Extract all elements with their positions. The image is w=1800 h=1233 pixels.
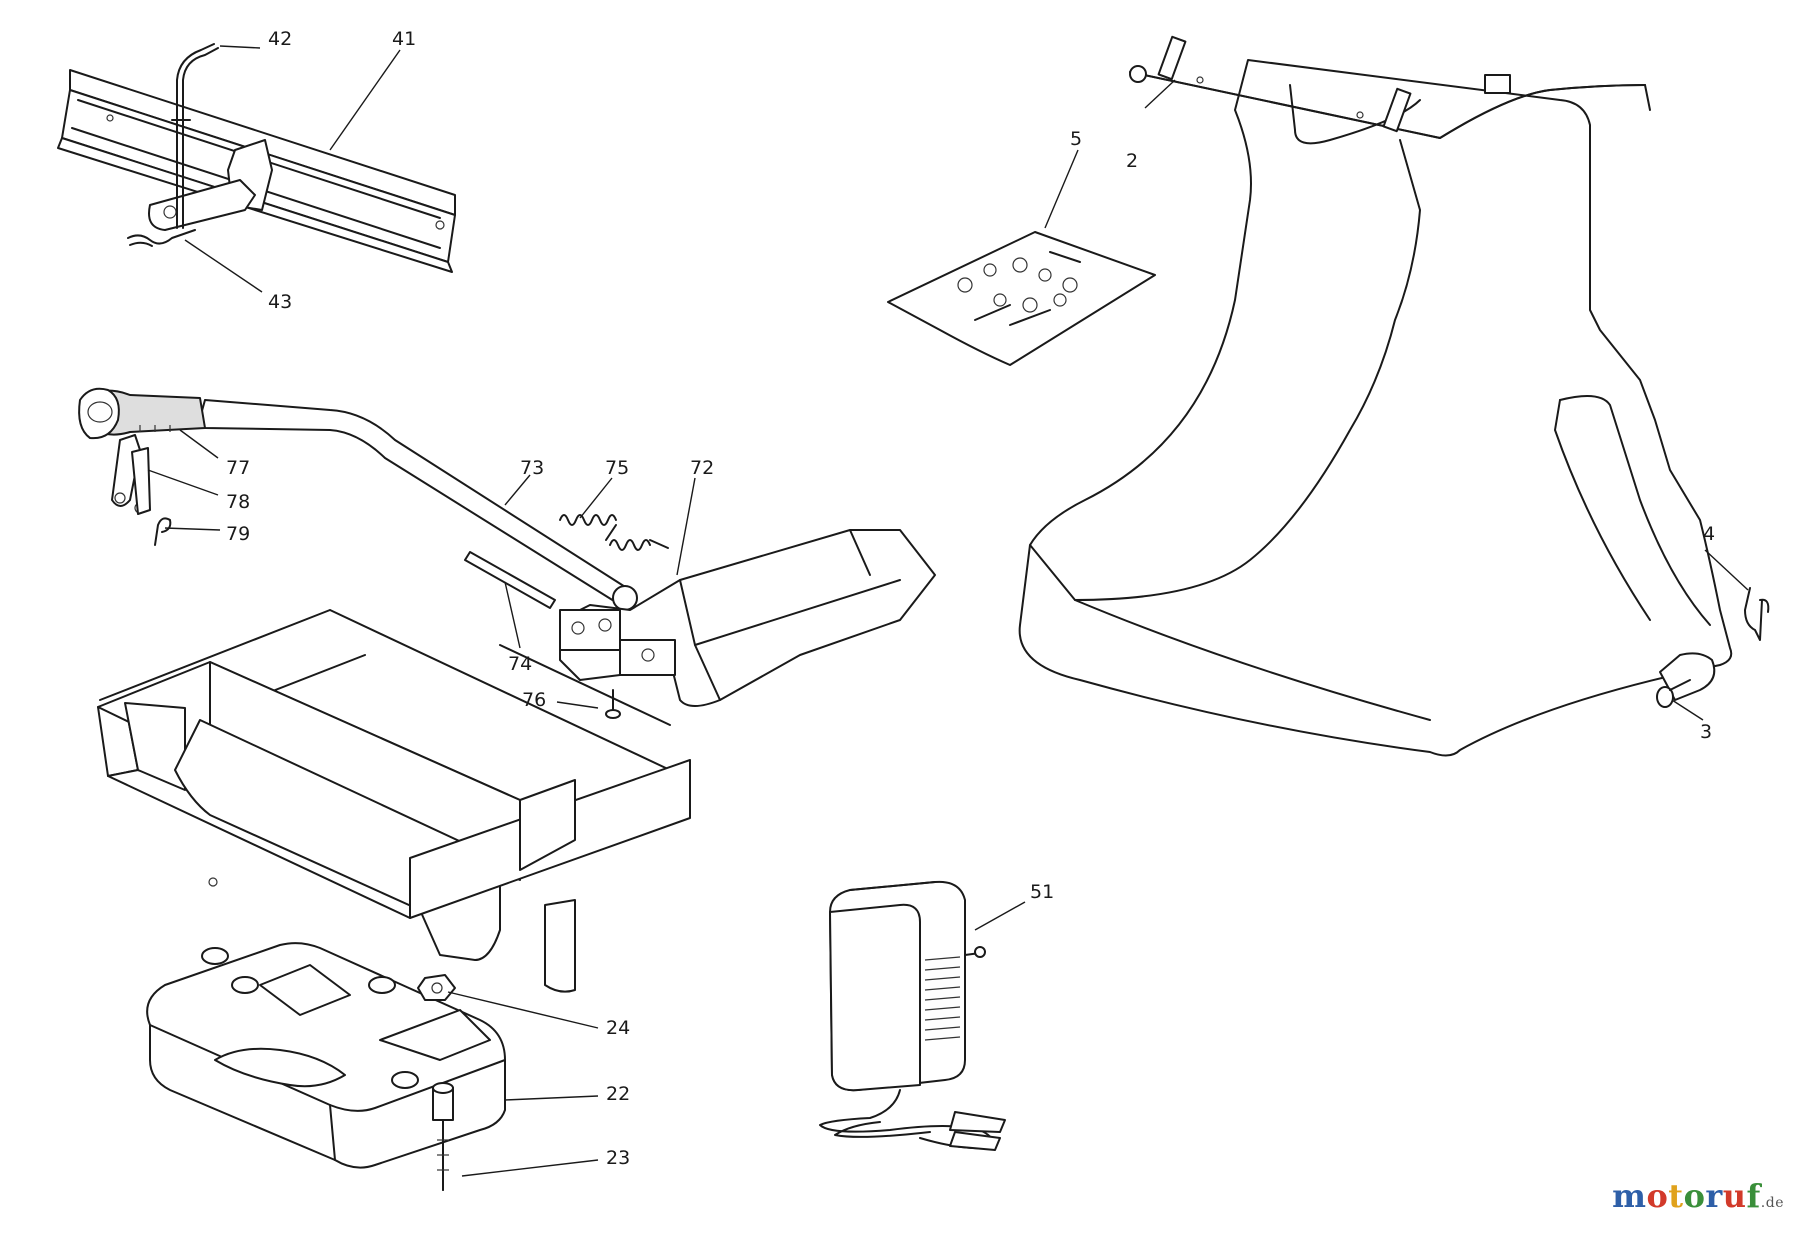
callout-5: 5 <box>1070 128 1082 150</box>
nut-part <box>417 974 456 1001</box>
callout-41: 41 <box>392 28 416 50</box>
callout-24: 24 <box>606 1017 630 1039</box>
callout-79: 79 <box>226 523 250 545</box>
rod-part <box>464 551 556 609</box>
callout-73: 73 <box>520 457 544 479</box>
callout-51: 51 <box>1030 881 1054 903</box>
callout-72: 72 <box>690 457 714 479</box>
handle-lever-part <box>78 387 638 611</box>
callout-labels: 42 41 43 77 78 79 73 75 72 74 76 5 2 4 3… <box>226 28 1715 1169</box>
bag-pin-part <box>1656 652 1716 708</box>
callout-4: 4 <box>1703 523 1715 545</box>
leader-lines <box>147 45 1749 1177</box>
cotter-pin-part <box>127 229 196 247</box>
hardware-kit-part <box>887 231 1156 366</box>
callout-3: 3 <box>1700 721 1712 743</box>
weight-block-part <box>146 942 506 1169</box>
callout-43: 43 <box>268 291 292 313</box>
screw-part <box>605 689 621 719</box>
callout-77: 77 <box>226 457 250 479</box>
charger-part <box>819 880 1006 1151</box>
motoruf-watermark: motoruf.de <box>1612 1177 1784 1215</box>
lever-bracket-part <box>111 434 151 515</box>
callout-22: 22 <box>606 1083 630 1105</box>
callout-42: 42 <box>268 28 292 50</box>
callout-74: 74 <box>508 653 532 675</box>
watermark-suffix: .de <box>1760 1195 1784 1211</box>
callout-75: 75 <box>605 457 629 479</box>
spring-part <box>559 514 669 551</box>
grass-bag-part <box>1018 59 1733 757</box>
hitch-pin-part <box>171 43 219 229</box>
watermark-letter-o2: o <box>1683 1177 1706 1215</box>
chassis-frame-part <box>97 609 691 993</box>
hook-part <box>154 517 172 546</box>
hitch-bar-part <box>57 69 456 273</box>
callout-78: 78 <box>226 491 250 513</box>
watermark-letter-t: t <box>1668 1177 1684 1215</box>
watermark-letter-u: u <box>1722 1177 1747 1215</box>
bag-frame-part <box>1129 35 1651 139</box>
bolt-part <box>432 1082 454 1191</box>
bag-clip-part <box>1744 587 1770 641</box>
charger-vents <box>924 956 961 1041</box>
watermark-letter-f: f <box>1746 1177 1761 1215</box>
callout-76: 76 <box>522 689 546 711</box>
callout-2: 2 <box>1126 150 1138 172</box>
watermark-letter-m: m <box>1612 1177 1647 1215</box>
watermark-letter-r: r <box>1705 1177 1723 1215</box>
callout-23: 23 <box>606 1147 630 1169</box>
watermark-letter-o1: o <box>1646 1177 1669 1215</box>
chute-part <box>559 529 936 707</box>
